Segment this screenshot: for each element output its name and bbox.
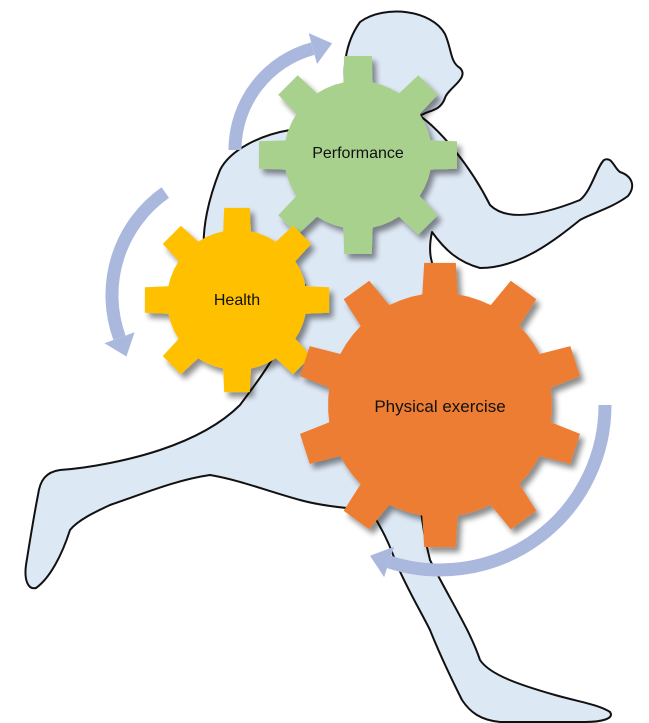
gear-icon [144, 207, 330, 393]
cycle-arrows [104, 33, 612, 578]
gear-exercise: Physical exercise [300, 262, 580, 548]
circular-arrow-icon [228, 42, 315, 151]
arrowhead-icon [308, 33, 333, 64]
gear-performance: Performance [259, 56, 457, 254]
arrowhead-icon [370, 546, 394, 578]
gear-label-performance: Performance [312, 145, 404, 162]
arrowhead-icon [104, 332, 135, 357]
gear-health: Health [144, 207, 330, 393]
gear-label-health: Health [214, 292, 260, 309]
circular-arrow-icon [105, 187, 170, 341]
circular-arrow-icon [386, 404, 612, 577]
gear-label-exercise: Physical exercise [374, 397, 505, 416]
gear-icon [300, 262, 580, 548]
gear-icon [259, 56, 457, 254]
